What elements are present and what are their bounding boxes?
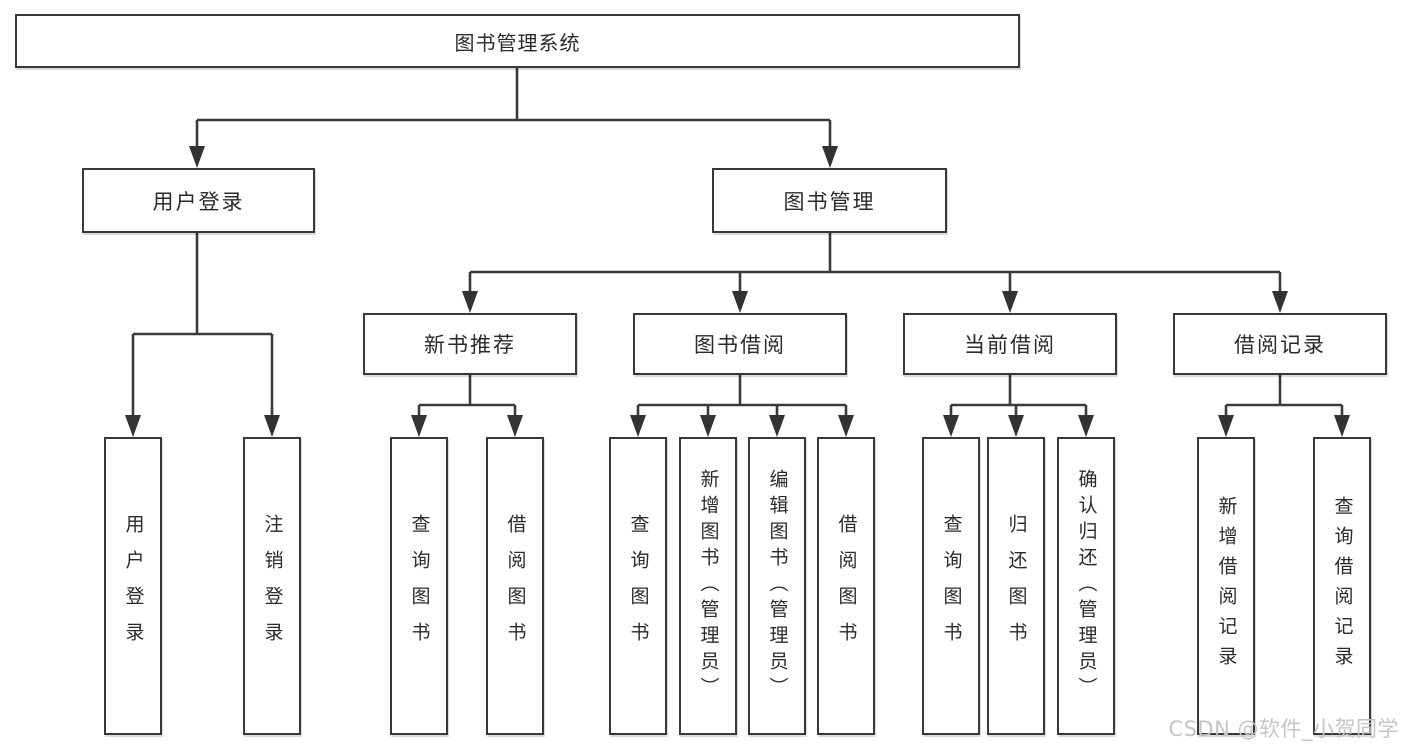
leaf-label: 查询图书 (408, 514, 431, 658)
leaf-label: 归还图书 (1005, 514, 1028, 658)
node-current-borrowing: 当前借阅 (903, 313, 1117, 375)
leaf-label: 新增图书（管理员） (697, 469, 720, 703)
node-label: 新书推荐 (424, 333, 516, 357)
node-label: 图书管理 (783, 189, 876, 214)
leaf-edit-books-admin: 编辑图书（管理员） (748, 437, 806, 735)
leaf-query-borrow-record: 查询借阅记录 (1313, 437, 1371, 735)
node-book-management: 图书管理 (712, 168, 947, 233)
leaf-user-login: 用户登录 (104, 437, 162, 735)
leaf-label: 查询借阅记录 (1331, 496, 1354, 676)
edge-root-to-level2 (189, 68, 838, 168)
edge-records-to-leaves (1218, 375, 1350, 437)
leaf-add-borrow-record: 新增借阅记录 (1197, 437, 1255, 735)
leaf-label: 编辑图书（管理员） (766, 469, 789, 703)
csdn-watermark: CSDN @软件_小贺同学 (1168, 717, 1399, 741)
edge-borrow-to-leaves (630, 375, 854, 437)
edge-current-to-leaves (943, 375, 1094, 437)
node-label: 图书管理系统 (454, 30, 581, 55)
node-label: 当前借阅 (964, 333, 1056, 357)
leaf-return-books: 归还图书 (987, 437, 1045, 735)
leaf-add-books-admin: 新增图书（管理员） (679, 437, 737, 735)
leaf-label: 借阅图书 (835, 514, 858, 658)
edge-userlogin-to-leaves (125, 233, 280, 437)
leaf-query-books-recommend: 查询图书 (390, 437, 448, 735)
leaf-label: 新增借阅记录 (1215, 496, 1238, 676)
node-label: 图书借阅 (694, 333, 786, 357)
leaf-query-books-current: 查询图书 (922, 437, 980, 735)
leaf-label: 查询图书 (627, 514, 650, 658)
node-new-book-recommendation: 新书推荐 (363, 313, 577, 375)
leaf-label: 注销登录 (261, 514, 284, 658)
leaf-label: 确认归还（管理员） (1075, 469, 1098, 703)
leaf-label: 用户登录 (122, 514, 145, 658)
node-user-login: 用户登录 (82, 168, 315, 233)
node-book-borrowing: 图书借阅 (633, 313, 847, 375)
node-borrowing-records: 借阅记录 (1173, 313, 1387, 375)
node-library-management-system: 图书管理系统 (15, 14, 1020, 68)
node-label: 借阅记录 (1234, 333, 1326, 357)
node-label: 用户登录 (152, 189, 245, 214)
leaf-query-books-borrow: 查询图书 (609, 437, 667, 735)
leaf-confirm-return-admin: 确认归还（管理员） (1057, 437, 1115, 735)
leaf-label: 借阅图书 (504, 514, 527, 658)
edge-bookmgmt-to-level3 (462, 233, 1288, 313)
leaf-borrow-books: 借阅图书 (817, 437, 875, 735)
leaf-label: 查询图书 (940, 514, 963, 658)
edge-newbooks-to-leaves (411, 375, 523, 437)
leaf-logout: 注销登录 (243, 437, 301, 735)
leaf-borrow-books-recommend: 借阅图书 (486, 437, 544, 735)
